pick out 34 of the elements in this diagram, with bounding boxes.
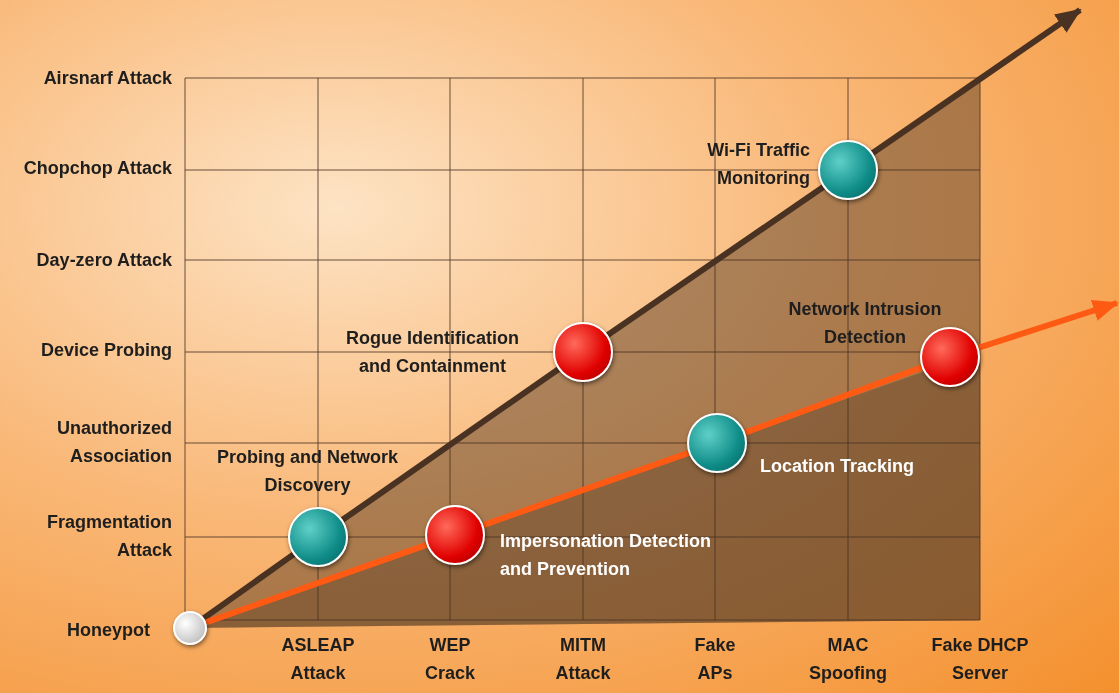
line xyxy=(205,542,428,626)
axis-label: Fake DHCP Server xyxy=(930,634,1030,685)
line xyxy=(606,184,825,338)
point-label: Network Intrusion Detection xyxy=(787,298,943,349)
node-circle xyxy=(553,322,613,382)
node-circle xyxy=(687,413,747,473)
origin-circle xyxy=(173,611,207,645)
point-label: Probing and Network Discovery xyxy=(216,446,399,497)
axis-label: Chopchop Attack xyxy=(22,157,172,180)
point-label: Location Tracking xyxy=(760,455,916,478)
axis-label: Airsnarf Attack xyxy=(42,67,172,90)
axis-label: Unauthorized Association xyxy=(56,417,172,468)
node-circle xyxy=(288,507,348,567)
node-circle xyxy=(920,327,980,387)
line xyxy=(744,364,923,436)
line xyxy=(340,366,561,523)
point-label: Rogue Identification and Containment xyxy=(345,327,520,378)
arrow xyxy=(977,299,1119,351)
axis-label: Honeypot xyxy=(66,619,150,642)
axis-label: ASLEAP Attack xyxy=(280,634,356,685)
arrow xyxy=(871,7,1082,156)
line xyxy=(202,551,296,621)
axis-label: Fake APs xyxy=(693,634,737,685)
point-label: Wi-Fi Traffic Monitoring xyxy=(706,139,810,190)
line xyxy=(482,450,690,528)
axis-label: MAC Spoofing xyxy=(808,634,888,685)
node-circle xyxy=(425,505,485,565)
axis-label: Fragmentation Attack xyxy=(46,511,172,562)
axis-label: WEP Crack xyxy=(423,634,476,685)
point-label: Impersonation Detection and Prevention xyxy=(500,530,713,581)
axis-label: Day-zero Attack xyxy=(35,249,172,272)
axis-label: MITM Attack xyxy=(554,634,612,685)
node-circle xyxy=(818,140,878,200)
axis-label: Device Probing xyxy=(39,339,172,362)
